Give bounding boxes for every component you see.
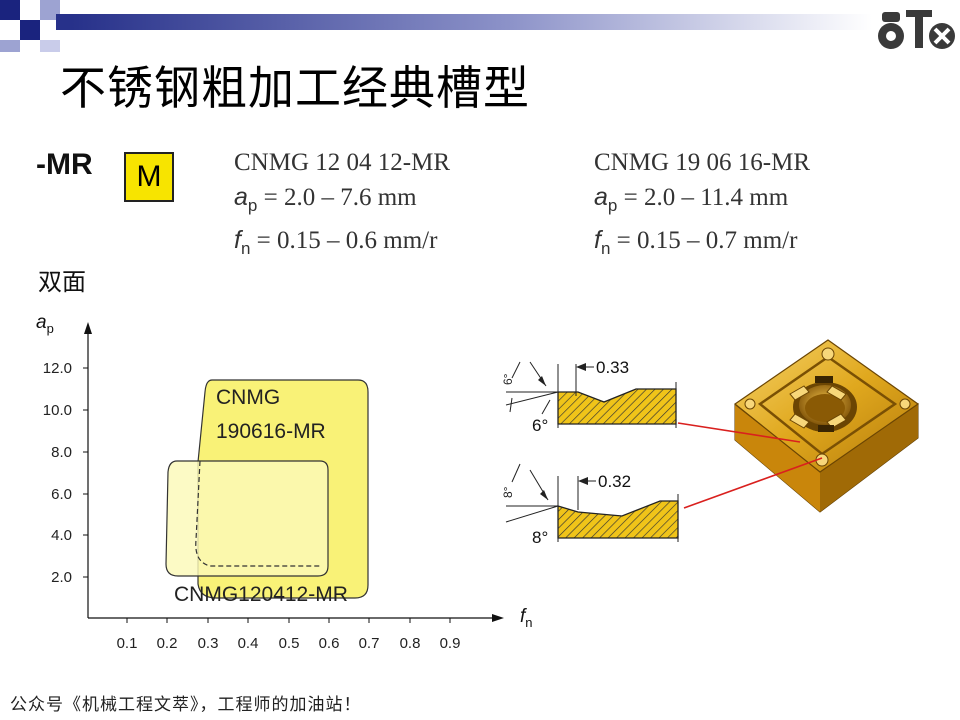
svg-text:8°: 8° bbox=[501, 486, 515, 498]
company-logo bbox=[878, 10, 955, 49]
x-tick-label: 0.5 bbox=[279, 635, 300, 652]
depth-range: ap = 2.0 – 7.6 mm bbox=[234, 183, 417, 215]
insert-name: CNMG 19 06 16-MR bbox=[594, 149, 810, 176]
profile-top-angle: 6° bbox=[532, 416, 548, 435]
depth-range: ap = 2.0 – 11.4 mm bbox=[594, 183, 789, 215]
profile-bottom: 8° 0.32 8° bbox=[501, 463, 679, 547]
profile-top: 6° 0.33 6° bbox=[501, 358, 677, 435]
region-cnmg120412 bbox=[165, 460, 329, 577]
header-decoration bbox=[0, 0, 872, 52]
x-tick-label: 0.3 bbox=[198, 635, 219, 652]
x-tick-label: 0.8 bbox=[400, 635, 421, 652]
profile-bottom-land: 0.32 bbox=[598, 472, 631, 491]
feed-range: fn = 0.15 – 0.7 mm/r bbox=[594, 226, 798, 258]
leader-lines bbox=[677, 422, 823, 509]
svg-text:ap: ap bbox=[36, 312, 54, 336]
footer-note: 公众号《机械工程文萃》，工程师的加油站！ bbox=[10, 695, 362, 715]
x-tick-label: 0.2 bbox=[157, 635, 178, 652]
region-labels: CNMG 190616-MR CNMG120412-MR bbox=[174, 386, 348, 606]
y-tick-label: 12.0 bbox=[43, 360, 72, 377]
y-tick-label: 6.0 bbox=[51, 486, 72, 503]
iso-group-badge: M bbox=[124, 152, 174, 202]
x-tick-label: 0.6 bbox=[319, 635, 340, 652]
x-tick-label: 0.9 bbox=[440, 635, 461, 652]
x-axis-ticks: 0.1 0.2 0.3 0.4 0.5 0.6 0.7 0.8 0.9 bbox=[117, 618, 461, 652]
feed-range: fn = 0.15 – 0.6 mm/r bbox=[234, 226, 438, 258]
slide-title: 不锈钢粗加工经典槽型 bbox=[60, 61, 530, 115]
y-tick-label: 8.0 bbox=[51, 444, 72, 461]
profile-top-land: 0.33 bbox=[596, 358, 629, 377]
chart-axes bbox=[84, 322, 504, 622]
region-large-label: CNMG bbox=[216, 386, 280, 409]
grade-code: -MR bbox=[36, 148, 93, 181]
region-large-label: 190616-MR bbox=[216, 420, 326, 443]
svg-text:fn: fn bbox=[520, 606, 533, 630]
x-tick-label: 0.4 bbox=[238, 635, 259, 652]
insert-spec-2: CNMG 19 06 16-MR ap = 2.0 – 11.4 mm fn =… bbox=[594, 146, 810, 266]
profile-bottom-angle: 8° bbox=[532, 528, 548, 547]
axis-labels: ap fn bbox=[36, 312, 533, 630]
y-axis-ticks: 2.0 4.0 6.0 8.0 10.0 12.0 bbox=[43, 360, 88, 586]
y-tick-label: 4.0 bbox=[51, 527, 72, 544]
double-sided-label: 双面 bbox=[38, 268, 86, 296]
y-tick-label: 10.0 bbox=[43, 402, 72, 419]
svg-text:6°: 6° bbox=[501, 373, 515, 385]
y-tick-label: 2.0 bbox=[51, 569, 72, 586]
insert-name: CNMG 12 04 12-MR bbox=[234, 149, 450, 176]
insert-spec-1: CNMG 12 04 12-MR ap = 2.0 – 7.6 mm fn = … bbox=[234, 146, 450, 266]
region-small-label: CNMG120412-MR bbox=[174, 583, 348, 606]
x-tick-label: 0.7 bbox=[359, 635, 380, 652]
insert-illustration bbox=[733, 339, 920, 513]
region-overlap-boundary bbox=[195, 460, 320, 567]
x-tick-label: 0.1 bbox=[117, 635, 138, 652]
